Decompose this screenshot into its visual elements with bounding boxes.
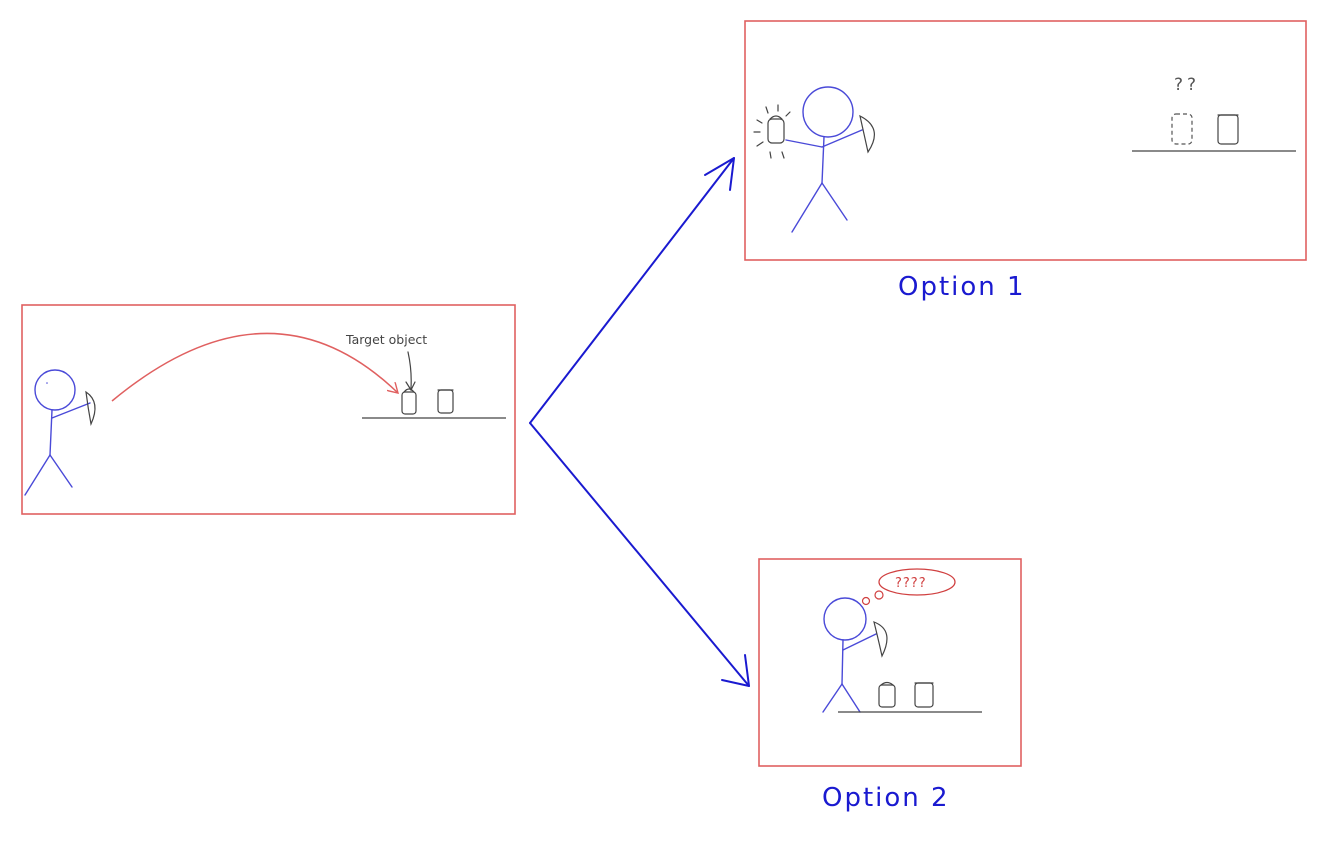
thought-marks: ????	[895, 576, 927, 591]
sparkle-marks	[753, 104, 791, 159]
option1-label: Option 1	[898, 272, 1026, 302]
missing-can-icon	[1171, 113, 1193, 145]
arrow-to-option1	[529, 157, 735, 424]
can-icon	[1217, 114, 1239, 145]
arrow-icon	[704, 157, 735, 191]
can-icon	[914, 682, 934, 708]
panel-border	[744, 20, 1307, 261]
target-object-label: Target object	[345, 332, 427, 347]
initial-scene-panel: Target object	[21, 304, 516, 515]
can-icon	[878, 681, 896, 708]
stick-figure-icon	[822, 597, 877, 713]
stick-figure-icon	[24, 369, 91, 496]
panel-border	[21, 304, 516, 515]
branch-arrows	[529, 157, 750, 687]
option2-panel: ????	[758, 558, 1022, 767]
shield-icon	[85, 390, 96, 426]
can-icon	[437, 389, 454, 414]
confusion-marks: ??	[1174, 75, 1200, 95]
throw-trajectory	[111, 332, 398, 402]
can-icon	[401, 388, 417, 415]
shield-icon	[859, 114, 875, 154]
panel-border	[758, 558, 1022, 767]
can-icon	[767, 115, 785, 144]
target-pointer	[407, 351, 412, 389]
arrow-to-option2	[529, 422, 750, 687]
thought-bubble: ????	[861, 568, 956, 606]
option1-panel: ??	[744, 20, 1307, 261]
shield-icon	[873, 621, 888, 658]
option2-label: Option 2	[822, 783, 950, 813]
stick-figure-icon	[785, 86, 863, 233]
arrow-icon	[721, 654, 750, 687]
